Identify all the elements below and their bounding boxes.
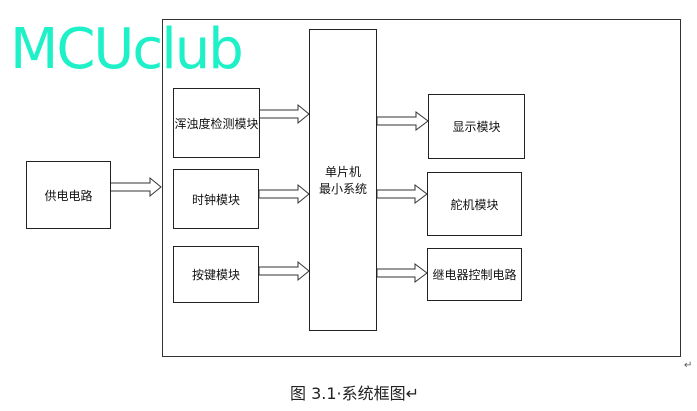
return-mark: ↵ [684, 360, 693, 371]
power-supply-box: 供电电路 [26, 161, 111, 229]
clock-box: 时钟模块 [173, 169, 259, 229]
relay-label: 继电器控制电路 [432, 268, 517, 282]
arrow-turbidity [258, 103, 310, 125]
system-frame [162, 19, 681, 357]
turbidity-box: 浑浊度检测模块 [173, 88, 260, 158]
clock-label: 时钟模块 [191, 192, 240, 207]
servo-label: 舵机模块 [450, 197, 499, 212]
arrow-keys [258, 260, 310, 282]
arrow-to-display [376, 111, 429, 131]
watermark-logo: MCUclub [10, 17, 244, 82]
arrow-power [109, 176, 162, 198]
arrow-to-servo [376, 184, 428, 204]
figure-caption: 图 3.1·系统框图↵ [290, 384, 420, 403]
key-label: 按键模块 [191, 268, 240, 282]
servo-box: 舵机模块 [427, 172, 522, 236]
power-label: 供电电路 [44, 188, 93, 203]
key-box: 按键模块 [173, 246, 259, 303]
display-box: 显示模块 [428, 94, 525, 159]
display-label: 显示模块 [452, 120, 501, 134]
mcu-label-1: 单片机 [324, 165, 361, 179]
arrow-clock [258, 183, 310, 205]
relay-box: 继电器控制电路 [427, 248, 522, 301]
turbidity-label: 浑浊度检测模块 [174, 116, 259, 131]
arrow-to-relay [376, 263, 428, 283]
mcu-box: 单片机 最小系统 [309, 29, 377, 331]
mcu-label-2: 最小系统 [318, 182, 367, 196]
